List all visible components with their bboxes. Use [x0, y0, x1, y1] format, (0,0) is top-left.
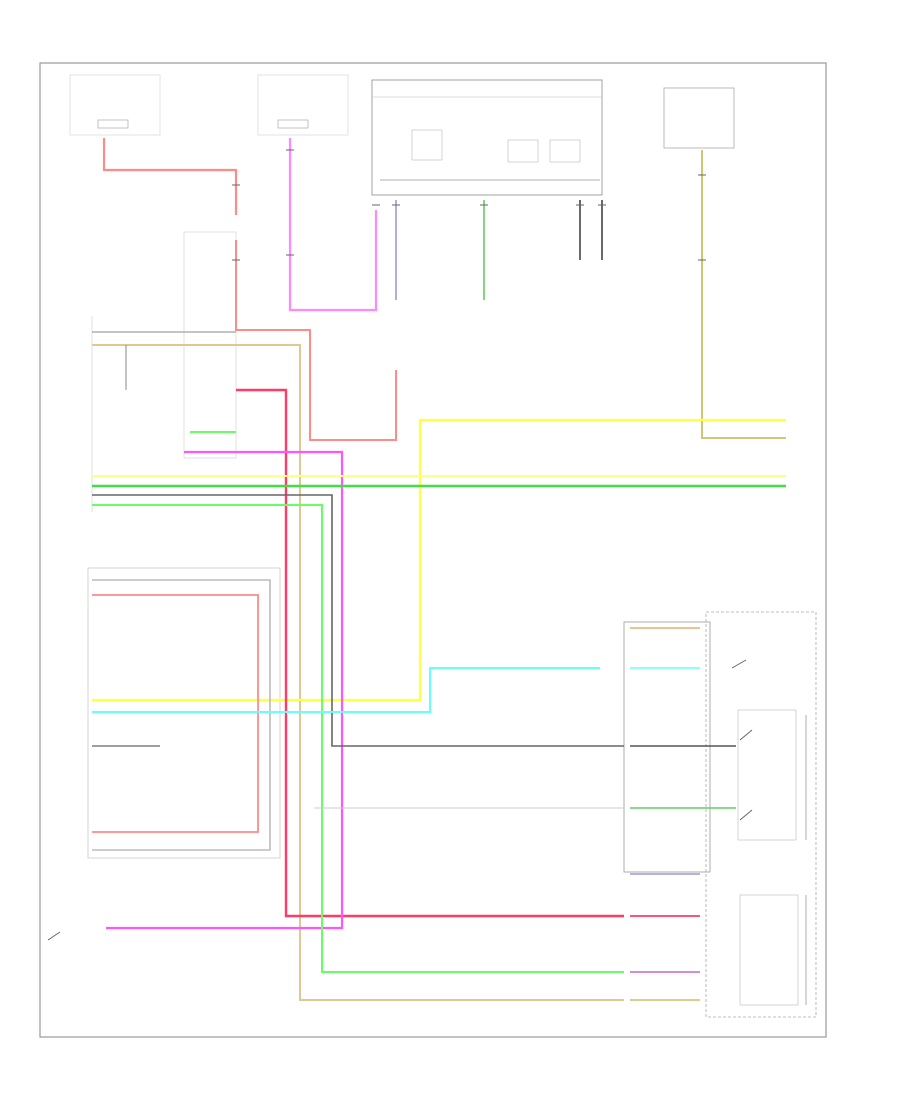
wire-red-loop-lower: [92, 594, 259, 833]
wire-yellow-long: [92, 418, 786, 702]
wire-red-bottom: [236, 388, 624, 918]
fuse-block-top-left: [69, 74, 161, 136]
wire-pink-bottom: [106, 450, 344, 930]
combination-meter-box: [371, 79, 603, 196]
wire-olive-right: [701, 150, 786, 439]
wire-gray-loop: [92, 579, 271, 851]
body-ecu-connector-group: [91, 231, 237, 512]
wire-cyan: [92, 667, 600, 713]
switch-symbols: [47, 659, 753, 941]
fuse-block-top-right: [663, 87, 735, 149]
connector-ticks: [232, 149, 706, 261]
fuse-block-top-middle: [257, 74, 349, 136]
wire-pink-top: [288, 138, 378, 312]
diagram-border: [39, 62, 827, 1038]
combination-switch-box: [623, 611, 817, 1018]
wire-tan-long: [92, 344, 624, 1001]
wire-green-505: [92, 504, 624, 973]
wire-red-loop: [235, 240, 397, 441]
wire-gray-495: [92, 494, 624, 747]
wire-red-top: [102, 138, 238, 215]
